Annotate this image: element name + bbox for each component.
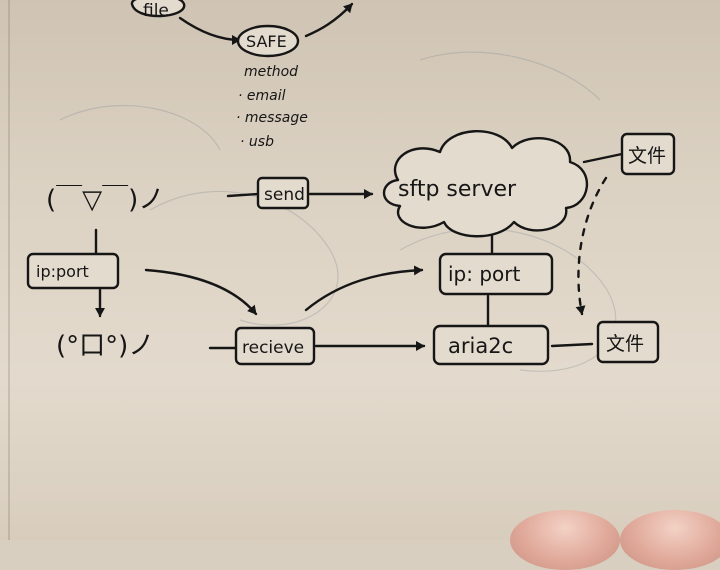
file-bottom-label: 文件 (606, 333, 644, 355)
file-node: file (130, 0, 186, 21)
file-top-to-bottom-dashed-arrow (575, 176, 608, 316)
method-message: · message (236, 110, 308, 126)
file-top-label: 文件 (628, 145, 666, 167)
ipport-to-recieve-arrow (144, 268, 258, 316)
method-list: method · email · message · usb (236, 64, 308, 150)
recieve-label: recieve (242, 338, 304, 358)
send-node: send (256, 176, 310, 210)
recieve-node: recieve (234, 326, 316, 366)
file-label: file (143, 1, 169, 21)
safe-to-offscreen-arrow (304, 2, 354, 38)
ip-port-right-node: ip: port (438, 252, 554, 296)
finger-left (510, 510, 620, 570)
aria2c-label: aria2c (448, 334, 513, 358)
notebook-paper (0, 0, 720, 540)
finger-right (620, 510, 720, 570)
recieve-to-ipport-right-arrow (304, 265, 424, 312)
file-to-safe-arrow (178, 16, 242, 45)
sender-to-send-line (226, 192, 260, 198)
safe-label: SAFE (246, 32, 287, 51)
ip-port-left-node: ip:port (26, 252, 120, 290)
safe-node: SAFE (236, 24, 300, 58)
diagram-canvas: file SAFE method · email · message · usb… (26, 0, 676, 372)
method-email: · email (238, 88, 286, 104)
method-heading: method (244, 64, 298, 80)
sender-kaomoji: (￣▽￣)ノ (46, 184, 164, 215)
receiver-kaomoji: (°口°)ノ (56, 331, 154, 361)
aria2c-node: aria2c (432, 324, 550, 366)
file-bottom-node: 文件 (596, 320, 660, 364)
sftp-to-file-line (582, 152, 624, 164)
sftp-server-node: sftp server (382, 130, 588, 238)
sftp-server-label: sftp server (398, 177, 517, 202)
method-usb: · usb (240, 134, 274, 150)
send-label: send (264, 185, 305, 205)
aria2c-to-file-line (550, 342, 594, 348)
file-top-node: 文件 (620, 132, 676, 176)
ip-port-right-label: ip: port (448, 262, 521, 286)
ip-port-left-label: ip:port (36, 262, 89, 281)
